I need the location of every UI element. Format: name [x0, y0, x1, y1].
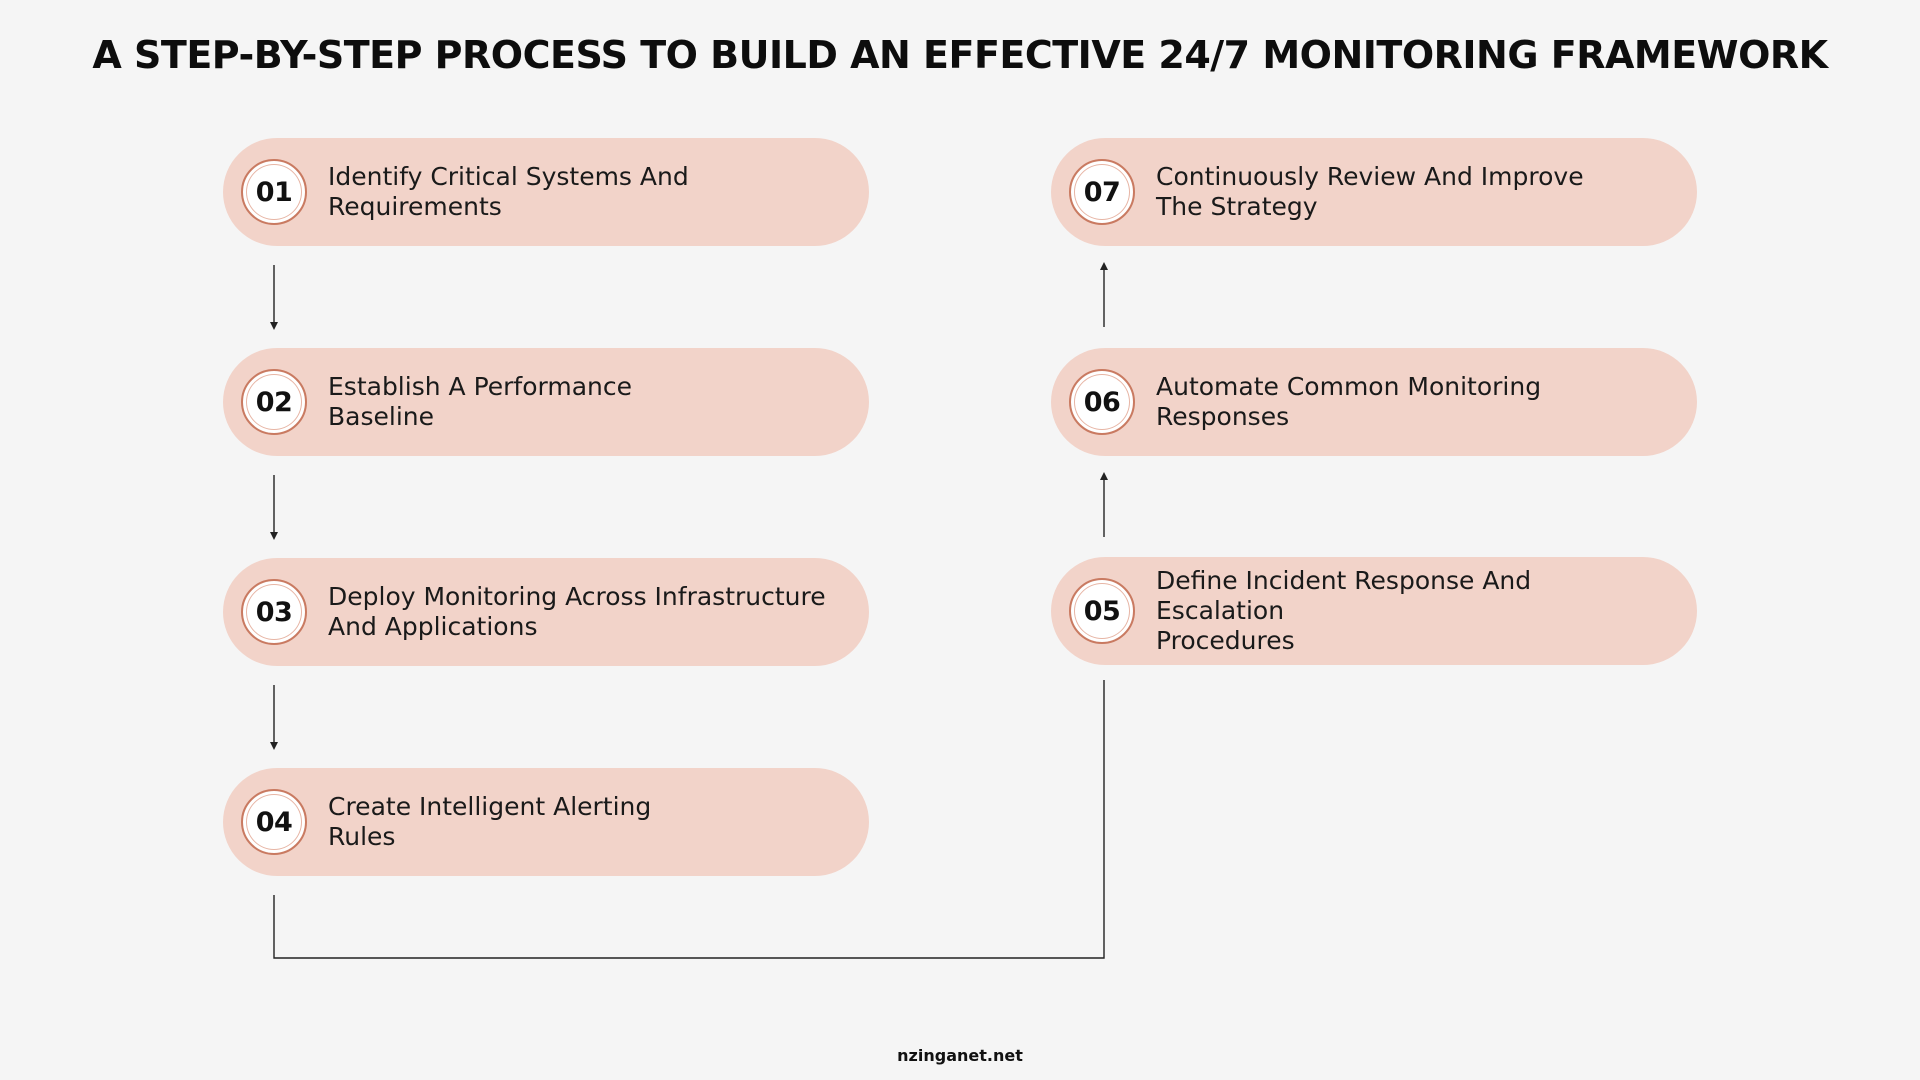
step-06-label: Automate Common Monitoring Responses: [1156, 372, 1666, 432]
step-01-badge: 01: [241, 159, 307, 225]
footer-website: nzinganet.net: [897, 1046, 1023, 1065]
step-07-badge: 07: [1069, 159, 1135, 225]
step-05: 05 Define Incident Response And Escalati…: [1051, 557, 1697, 665]
step-07-label-line-2: The Strategy: [1156, 192, 1318, 221]
step-04: 04 Create Intelligent Alerting Rules: [223, 768, 869, 876]
step-02-badge: 02: [241, 369, 307, 435]
step-06-label-line-2: Responses: [1156, 402, 1290, 431]
step-07: 07 Continuously Review And Improve The S…: [1051, 138, 1697, 246]
step-03: 03 Deploy Monitoring Across Infrastructu…: [223, 558, 869, 666]
step-03-label-line-2: And Applications: [328, 612, 538, 641]
step-04-number: 04: [255, 806, 293, 838]
step-03-number: 03: [255, 596, 293, 628]
step-05-label-line-1: Define Incident Response And Escalation: [1156, 566, 1532, 625]
step-02-label: Establish A Performance Baseline: [328, 372, 838, 432]
page-title: A STEP-BY-STEP PROCESS TO BUILD AN EFFEC…: [92, 33, 1828, 77]
step-06-badge: 06: [1069, 369, 1135, 435]
step-01-label-line-2: Requirements: [328, 192, 502, 221]
step-03-label-line-1: Deploy Monitoring Across Infrastructure: [328, 582, 826, 611]
step-02-number: 02: [255, 386, 293, 418]
step-04-badge: 04: [241, 789, 307, 855]
connector-04-to-05: [273, 680, 1105, 959]
step-07-label: Continuously Review And Improve The Stra…: [1156, 162, 1666, 222]
step-04-label: Create Intelligent Alerting Rules: [328, 792, 838, 852]
step-03-label: Deploy Monitoring Across Infrastructure …: [328, 582, 838, 642]
step-02-label-line-1: Establish A Performance: [328, 372, 632, 401]
step-07-label-line-1: Continuously Review And Improve: [1156, 162, 1584, 191]
step-07-number: 07: [1083, 176, 1121, 208]
step-05-badge: 05: [1069, 578, 1135, 644]
step-06-label-line-1: Automate Common Monitoring: [1156, 372, 1542, 401]
step-03-badge: 03: [241, 579, 307, 645]
step-05-label-line-2: Procedures: [1156, 626, 1295, 655]
step-04-label-line-1: Create Intelligent Alerting: [328, 792, 652, 821]
step-01-number: 01: [255, 176, 293, 208]
step-05-label: Define Incident Response And Escalation …: [1156, 566, 1666, 656]
step-05-number: 05: [1083, 595, 1121, 627]
step-01-label: Identify Critical Systems And Requiremen…: [328, 162, 838, 222]
step-01: 01 Identify Critical Systems And Require…: [223, 138, 869, 246]
step-06-number: 06: [1083, 386, 1121, 418]
step-02-label-line-2: Baseline: [328, 402, 434, 431]
step-01-label-line-1: Identify Critical Systems And: [328, 162, 689, 191]
step-06: 06 Automate Common Monitoring Responses: [1051, 348, 1697, 456]
step-02: 02 Establish A Performance Baseline: [223, 348, 869, 456]
step-04-label-line-2: Rules: [328, 822, 396, 851]
